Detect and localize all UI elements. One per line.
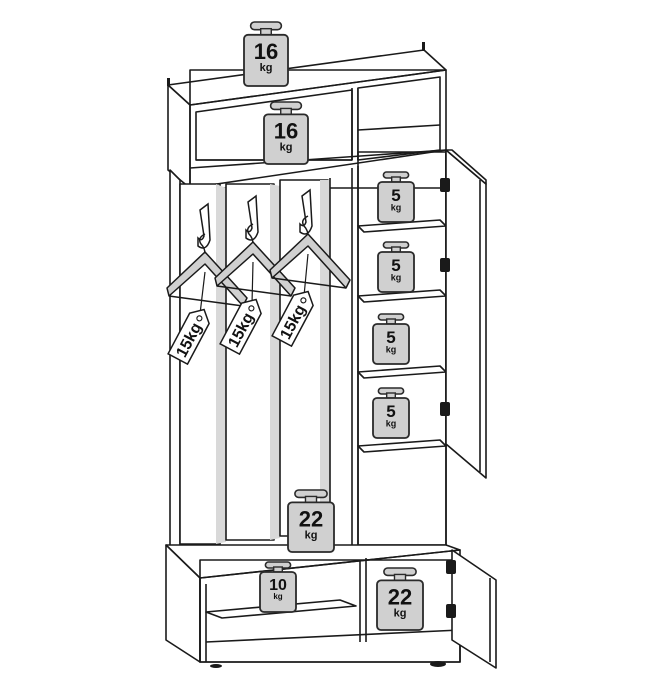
weight-unit: kg — [391, 272, 402, 282]
weight-value: 5 — [386, 402, 395, 421]
weight-unit: kg — [394, 608, 407, 620]
bench — [165, 544, 461, 663]
weight-value: 10 — [269, 577, 287, 594]
coat-panel-left-side — [169, 169, 181, 556]
hooks-layer — [166, 188, 351, 315]
weight-value: 5 — [391, 186, 400, 205]
weight-value: 22 — [299, 506, 323, 531]
weight-unit: kg — [386, 418, 397, 428]
coat-board-2 — [225, 183, 275, 541]
weight-icon: 5kg — [377, 241, 415, 293]
coat-panel — [169, 166, 359, 556]
hinge-icon — [440, 258, 450, 272]
hinge-icon — [446, 560, 456, 574]
hinge-icon — [440, 402, 450, 416]
top-pegs — [167, 42, 425, 86]
weight-icon: 5kg — [377, 171, 415, 223]
weight-unit: kg — [260, 62, 273, 74]
wall-hook-icon — [299, 188, 313, 235]
shelf-board-4 — [357, 439, 447, 453]
weight-value: 16 — [254, 39, 278, 64]
weight-unit: kg — [386, 344, 397, 354]
weight-value: 5 — [386, 328, 395, 347]
wall-hook-icon — [197, 202, 211, 249]
weight-unit: kg — [305, 530, 318, 542]
weight-unit: kg — [280, 142, 293, 154]
hinge-icon — [446, 604, 456, 618]
weight-unit: kg — [273, 592, 282, 601]
weight-value: 16 — [274, 118, 298, 143]
coat-hanger-icon — [214, 223, 296, 297]
weight-icon: 5kg — [372, 313, 410, 365]
weight-unit: kg — [391, 202, 402, 212]
upper-door — [445, 149, 487, 479]
weight-icon: 5kg — [372, 387, 410, 439]
bench-door — [451, 549, 497, 669]
bench-feet — [210, 661, 446, 668]
hinge-icon — [440, 178, 450, 192]
weight-value: 22 — [388, 584, 412, 609]
coat-hanger-icon — [269, 215, 351, 289]
coat-hanger-icon — [166, 233, 248, 307]
shelf-board-3 — [357, 365, 447, 379]
bench-door-hinges — [446, 560, 456, 618]
weight-value: 5 — [391, 256, 400, 275]
upper-door-hinges — [440, 178, 450, 416]
top-cabinet — [167, 49, 447, 189]
wall-hook-icon — [245, 194, 259, 241]
